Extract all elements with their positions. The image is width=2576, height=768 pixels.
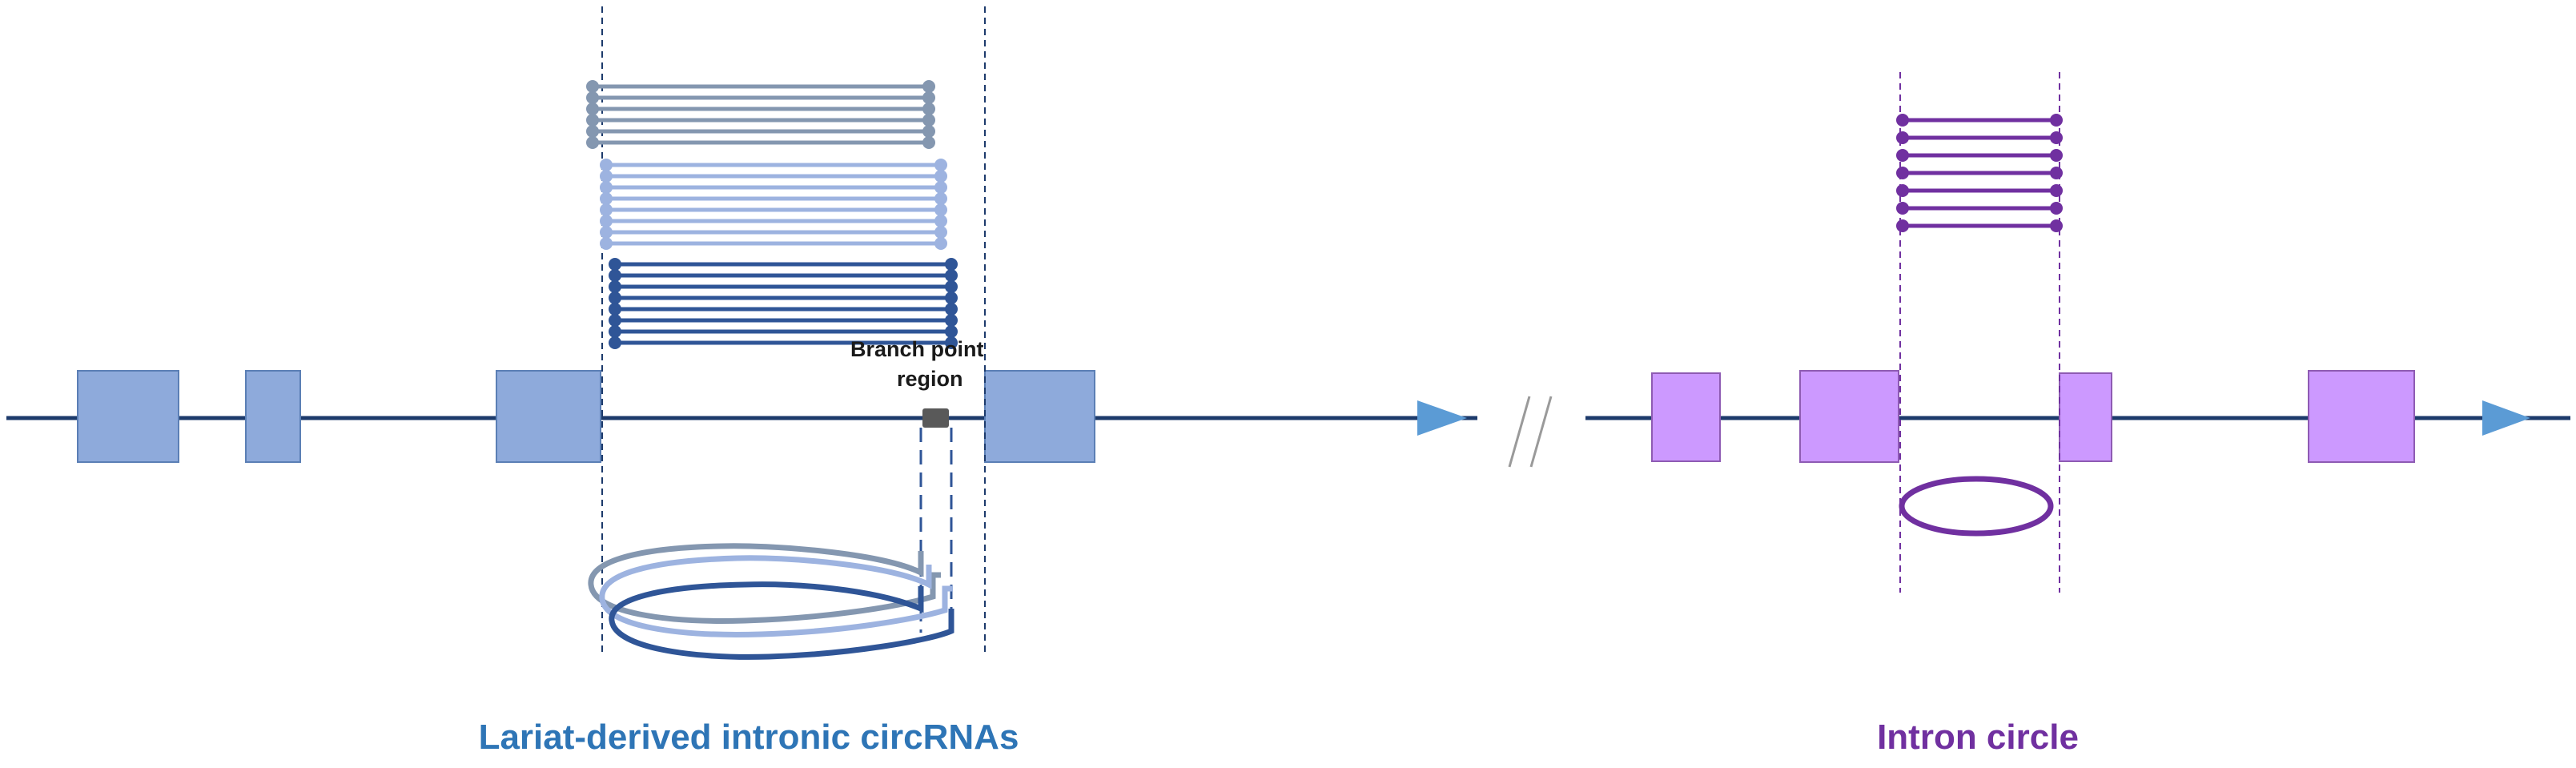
purple-read-3-end-dot bbox=[2050, 149, 2063, 162]
purple-read-1-end-dot bbox=[2050, 114, 2063, 127]
light-blue-read-4-end-dot bbox=[934, 192, 947, 205]
grey-blue-read-1-end-dot bbox=[922, 80, 935, 93]
dark-blue-read-2-end-dot bbox=[945, 269, 958, 282]
purple-read-7-start-dot bbox=[1896, 219, 1909, 232]
dark-blue-read-7-start-dot bbox=[609, 325, 621, 338]
light-blue-read-1-end-dot bbox=[934, 159, 947, 171]
dark-blue-read-7-end-dot bbox=[945, 325, 958, 338]
light-blue-read-6-end-dot bbox=[934, 215, 947, 227]
intron-circle-shape bbox=[1899, 476, 2054, 537]
grey-blue-read-2-end-dot bbox=[922, 91, 935, 104]
light-blue-read-5-end-dot bbox=[934, 203, 947, 216]
branch-point-box bbox=[922, 408, 949, 428]
right-gene-panel: Intron circle bbox=[1585, 72, 2570, 757]
lariat-grey-blue bbox=[588, 543, 941, 624]
grey-blue-read-6-end-dot bbox=[922, 136, 935, 149]
left-gene-panel: Branch point region Lariat-derived intro… bbox=[6, 6, 1477, 757]
dark-blue-read-1-start-dot bbox=[609, 258, 621, 271]
double-slash-break-icon bbox=[1508, 396, 1553, 468]
light-blue-read-2-end-dot bbox=[934, 170, 947, 183]
right-exon-4 bbox=[2308, 370, 2415, 463]
right-exon-2 bbox=[1799, 370, 1899, 463]
purple-read-4-end-dot bbox=[2050, 167, 2063, 179]
grey-blue-read-3-start-dot bbox=[586, 103, 599, 115]
read-group-light-blue bbox=[600, 159, 947, 250]
dark-blue-read-5-start-dot bbox=[609, 303, 621, 316]
grey-blue-read-4-end-dot bbox=[922, 114, 935, 127]
grey-blue-read-2-start-dot bbox=[586, 91, 599, 104]
light-blue-read-3-end-dot bbox=[934, 181, 947, 194]
purple-read-2-end-dot bbox=[2050, 131, 2063, 144]
dark-blue-read-5-end-dot bbox=[945, 303, 958, 316]
light-blue-read-4-start-dot bbox=[600, 192, 613, 205]
dark-blue-read-6-end-dot bbox=[945, 314, 958, 327]
branch-point-label-line1: Branch point bbox=[850, 337, 984, 361]
left-exon-1 bbox=[77, 370, 179, 463]
left-exon-4 bbox=[984, 370, 1095, 463]
dark-blue-read-4-end-dot bbox=[945, 292, 958, 304]
lariat-dark-blue bbox=[609, 581, 954, 660]
grey-blue-read-4-start-dot bbox=[586, 114, 599, 127]
dark-blue-read-1-end-dot bbox=[945, 258, 958, 271]
right-triangle-arrow-icon bbox=[2482, 400, 2530, 436]
light-blue-read-2-start-dot bbox=[600, 170, 613, 183]
light-blue-read-1-start-dot bbox=[600, 159, 613, 171]
purple-read-1-start-dot bbox=[1896, 114, 1909, 127]
grey-blue-read-3-end-dot bbox=[922, 103, 935, 115]
right-caption: Intron circle bbox=[1877, 718, 2079, 757]
purple-read-3-start-dot bbox=[1896, 149, 1909, 162]
purple-read-6-start-dot bbox=[1896, 202, 1909, 215]
grey-blue-read-5-start-dot bbox=[586, 125, 599, 138]
dark-blue-read-8-end-dot bbox=[945, 336, 958, 349]
read-group-dark-blue bbox=[609, 258, 958, 349]
dark-blue-read-6-start-dot bbox=[609, 314, 621, 327]
light-blue-read-7-start-dot bbox=[600, 226, 613, 239]
read-group-grey-blue bbox=[586, 80, 935, 149]
lariat-light-blue bbox=[599, 555, 953, 637]
dark-blue-read-3-start-dot bbox=[609, 280, 621, 293]
light-blue-read-8-start-dot bbox=[600, 237, 613, 250]
light-blue-read-6-start-dot bbox=[600, 215, 613, 227]
purple-read-5-end-dot bbox=[2050, 184, 2063, 197]
purple-read-4-start-dot bbox=[1896, 167, 1909, 179]
grey-blue-read-6-start-dot bbox=[586, 136, 599, 149]
dark-blue-read-8-start-dot bbox=[609, 336, 621, 349]
left-exon-2 bbox=[245, 370, 301, 463]
left-caption: Lariat-derived intronic circRNAs bbox=[479, 718, 1019, 757]
dark-blue-read-3-end-dot bbox=[945, 280, 958, 293]
light-blue-read-7-end-dot bbox=[934, 226, 947, 239]
grey-blue-read-5-end-dot bbox=[922, 125, 935, 138]
purple-read-5-start-dot bbox=[1896, 184, 1909, 197]
right-exon-3 bbox=[2059, 372, 2112, 462]
dark-blue-read-2-start-dot bbox=[609, 269, 621, 282]
purple-read-2-start-dot bbox=[1896, 131, 1909, 144]
read-group-purple bbox=[1896, 114, 2063, 232]
purple-read-6-end-dot bbox=[2050, 202, 2063, 215]
light-blue-read-8-end-dot bbox=[934, 237, 947, 250]
dark-blue-read-4-start-dot bbox=[609, 292, 621, 304]
light-blue-read-3-start-dot bbox=[600, 181, 613, 194]
purple-read-7-end-dot bbox=[2050, 219, 2063, 232]
lariat-group bbox=[588, 543, 954, 660]
grey-blue-read-1-start-dot bbox=[586, 80, 599, 93]
right-exon-1 bbox=[1651, 372, 1721, 462]
left-exon-3 bbox=[496, 370, 601, 463]
left-triangle-arrow-icon bbox=[1417, 400, 1467, 436]
branch-point-label-line2: region bbox=[897, 367, 963, 391]
light-blue-read-5-start-dot bbox=[600, 203, 613, 216]
